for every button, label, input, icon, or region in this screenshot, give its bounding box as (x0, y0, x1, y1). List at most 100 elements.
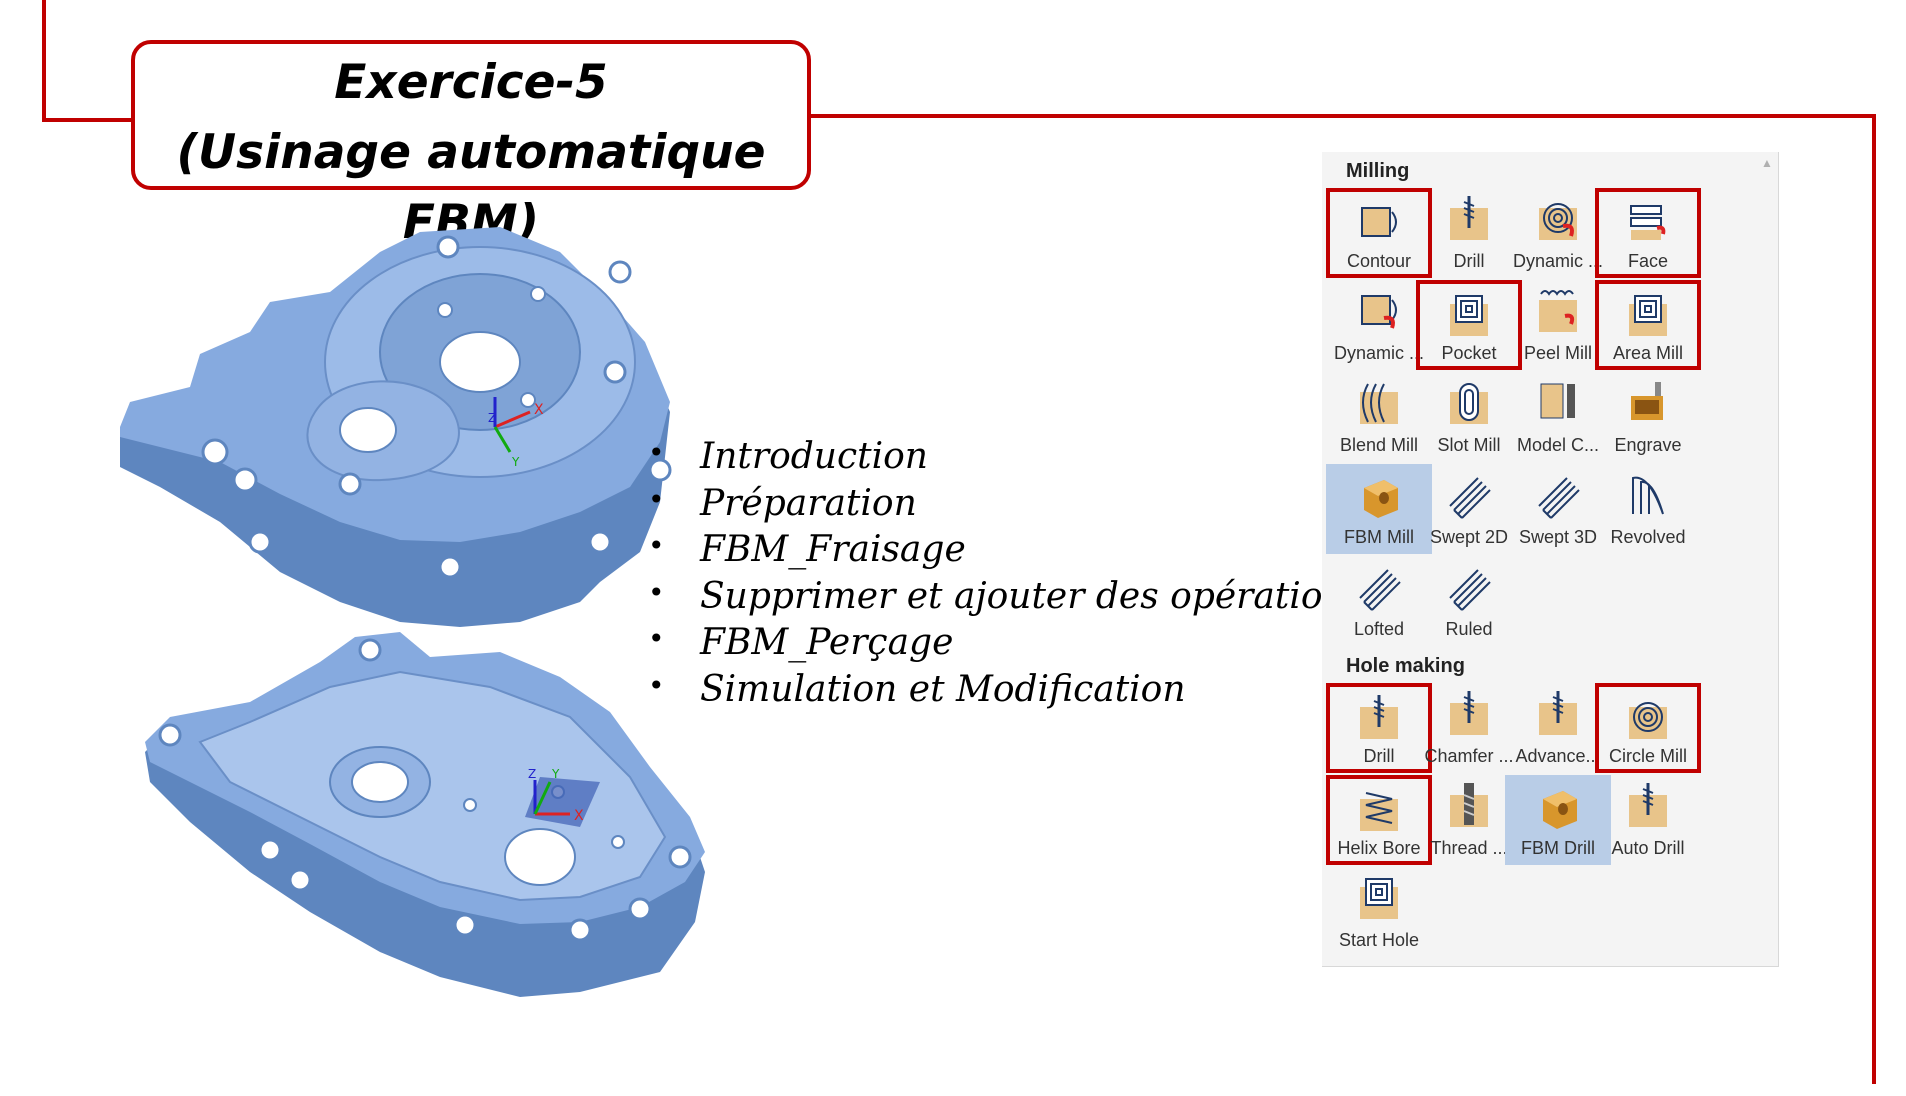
advanced-drill-icon (1533, 689, 1583, 739)
tool-label: Pocket (1441, 343, 1497, 363)
tool-label: Revolved (1610, 527, 1686, 547)
part-top-view: X Z Y (120, 227, 672, 627)
blend-mill-icon (1354, 378, 1404, 428)
slot-mill-icon (1444, 378, 1494, 428)
tool-label: Advance... (1515, 746, 1601, 766)
peel-mill-icon (1533, 286, 1583, 336)
tool-swept-3d-button[interactable]: Swept 3D (1505, 464, 1611, 554)
tool-start-hole-button[interactable]: Start Hole (1326, 867, 1432, 957)
tool-thread-mill-button[interactable]: Thread ... (1416, 775, 1522, 865)
area-mill-icon (1623, 290, 1673, 340)
tool-auto-drill-button[interactable]: Auto Drill (1595, 775, 1701, 865)
lofted-icon (1354, 562, 1404, 612)
tool-pocket-button[interactable]: Pocket (1416, 280, 1522, 370)
axis-x-label-top: X (534, 402, 544, 418)
tool-dynamic-mill-button[interactable]: Dynamic ... (1505, 188, 1611, 278)
tool-label: Drill (1453, 251, 1485, 271)
axis-y-label-top: Y (511, 455, 520, 469)
topic-list: Introduction Préparation FBM_Fraisage Su… (640, 436, 1364, 715)
tool-dynamic-contour-button[interactable]: Dynamic ... (1326, 280, 1432, 370)
hole-making-section-heading: Hole making (1346, 655, 1465, 677)
chamfer-drill-icon (1444, 689, 1494, 739)
face-icon (1623, 198, 1673, 248)
start-hole-icon (1354, 873, 1404, 923)
tool-model-chamfer-button[interactable]: Model C... (1505, 372, 1611, 462)
tool-area-mill-button[interactable]: Area Mill (1595, 280, 1701, 370)
tool-peel-mill-button[interactable]: Peel Mill (1505, 280, 1611, 370)
tool-blend-mill-button[interactable]: Blend Mill (1326, 372, 1432, 462)
tool-label: Dynamic ... (1512, 251, 1604, 271)
engrave-icon (1623, 378, 1673, 428)
tool-chamfer-drill-button[interactable]: Chamfer ... (1416, 683, 1522, 773)
tool-slot-mill-button[interactable]: Slot Mill (1416, 372, 1522, 462)
part-bottom-view: X Z Y (145, 632, 705, 997)
auto-drill-icon (1623, 781, 1673, 831)
tool-lofted-button[interactable]: Lofted (1326, 556, 1432, 646)
tool-label: Peel Mill (1523, 343, 1593, 363)
dynamic-contour-icon (1354, 286, 1404, 336)
thread-mill-icon (1444, 781, 1494, 831)
tool-swept-2d-button[interactable]: Swept 2D (1416, 464, 1522, 554)
axis-y-label-bottom: Y (551, 767, 560, 781)
fbm-mill-icon (1354, 470, 1404, 520)
tool-label: Circle Mill (1609, 746, 1687, 766)
tool-label: Swept 3D (1518, 527, 1598, 547)
tool-label: Start Hole (1338, 930, 1420, 950)
topic-item: FBM_Fraisage (640, 529, 1364, 576)
tool-label: Chamfer ... (1424, 746, 1514, 766)
tool-fbm-mill-button[interactable]: FBM Mill (1326, 464, 1432, 554)
circle-mill-icon (1623, 693, 1673, 743)
helix-bore-icon (1354, 785, 1404, 835)
frame-line-top-left (42, 118, 134, 122)
tool-label: Engrave (1614, 435, 1682, 455)
swept-2d-icon (1444, 470, 1494, 520)
tool-label: Contour (1346, 251, 1412, 271)
axis-x-label-bottom: X (574, 808, 584, 824)
topic-item: Supprimer et ajouter des opérations (640, 576, 1364, 623)
tool-label: Thread ... (1430, 838, 1508, 858)
fbm-drill-icon (1533, 781, 1583, 831)
tool-label: Face (1627, 251, 1669, 271)
drill-icon (1354, 693, 1404, 743)
pocket-icon (1444, 290, 1494, 340)
tool-revolved-button[interactable]: Revolved (1595, 464, 1701, 554)
tool-label: Model C... (1516, 435, 1600, 455)
tool-label: Blend Mill (1339, 435, 1419, 455)
frame-line-left (42, 0, 46, 122)
tool-label: FBM Mill (1344, 527, 1414, 547)
topic-item: Introduction (640, 436, 1364, 483)
tool-helix-bore-button[interactable]: Helix Bore (1326, 775, 1432, 865)
ruled-icon (1444, 562, 1494, 612)
drill-icon (1444, 194, 1494, 244)
topic-item: Simulation et Modification (640, 669, 1364, 716)
tool-label: Helix Bore (1337, 838, 1421, 858)
tool-label: Auto Drill (1611, 838, 1685, 858)
tool-label: Ruled (1445, 619, 1493, 639)
tool-drill-button[interactable]: Drill (1326, 683, 1432, 773)
tool-face-button[interactable]: Face (1595, 188, 1701, 278)
axis-triad-bottom: X Z Y (528, 767, 584, 824)
frame-line-right (1872, 114, 1876, 1084)
tool-circle-mill-button[interactable]: Circle Mill (1595, 683, 1701, 773)
tool-label: Drill (1363, 746, 1395, 766)
milling-section-heading: Milling (1346, 160, 1410, 182)
axis-triad-top: X Z Y (488, 397, 544, 469)
dynamic-mill-icon (1533, 194, 1583, 244)
model-chamfer-icon (1533, 378, 1583, 428)
tool-advanced-drill-button[interactable]: Advance... (1505, 683, 1611, 773)
topic-item: FBM_Perçage (640, 622, 1364, 669)
tool-fbm-drill-button[interactable]: FBM Drill (1505, 775, 1611, 865)
tool-label: Slot Mill (1437, 435, 1501, 455)
frame-line-top-right (811, 114, 1876, 118)
tool-ruled-button[interactable]: Ruled (1416, 556, 1522, 646)
tool-engrave-button[interactable]: Engrave (1595, 372, 1701, 462)
tool-drill-button[interactable]: Drill (1416, 188, 1522, 278)
title-line-1: Exercice-5 (334, 55, 608, 110)
scroll-up-icon[interactable]: ▲ (1761, 156, 1773, 170)
tool-contour-button[interactable]: Contour (1326, 188, 1432, 278)
revolved-icon (1623, 470, 1673, 520)
topic-item: Préparation (640, 483, 1364, 530)
tool-label: Swept 2D (1429, 527, 1509, 547)
swept-3d-icon (1533, 470, 1583, 520)
